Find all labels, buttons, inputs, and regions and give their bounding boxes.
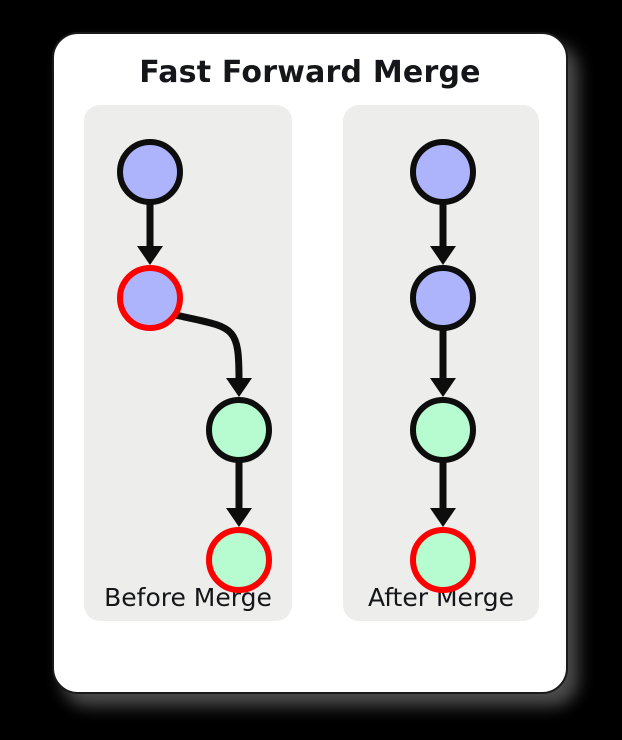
commit-node-b3[interactable] — [206, 397, 272, 463]
panel-label-before-merge: Before Merge — [104, 582, 272, 612]
node-layer — [117, 139, 476, 593]
commit-node-b1[interactable] — [117, 139, 183, 205]
page-title: Fast Forward Merge — [139, 55, 481, 90]
commit-node-a3[interactable] — [410, 397, 476, 463]
commit-node-a4[interactable] — [410, 527, 476, 593]
commit-node-a2[interactable] — [410, 265, 476, 331]
commit-node-b2[interactable] — [117, 265, 183, 331]
diagram-card: Fast Forward Merge Before Merge After Me… — [52, 32, 568, 694]
commit-node-b4[interactable] — [206, 527, 272, 593]
commit-node-a1[interactable] — [410, 139, 476, 205]
